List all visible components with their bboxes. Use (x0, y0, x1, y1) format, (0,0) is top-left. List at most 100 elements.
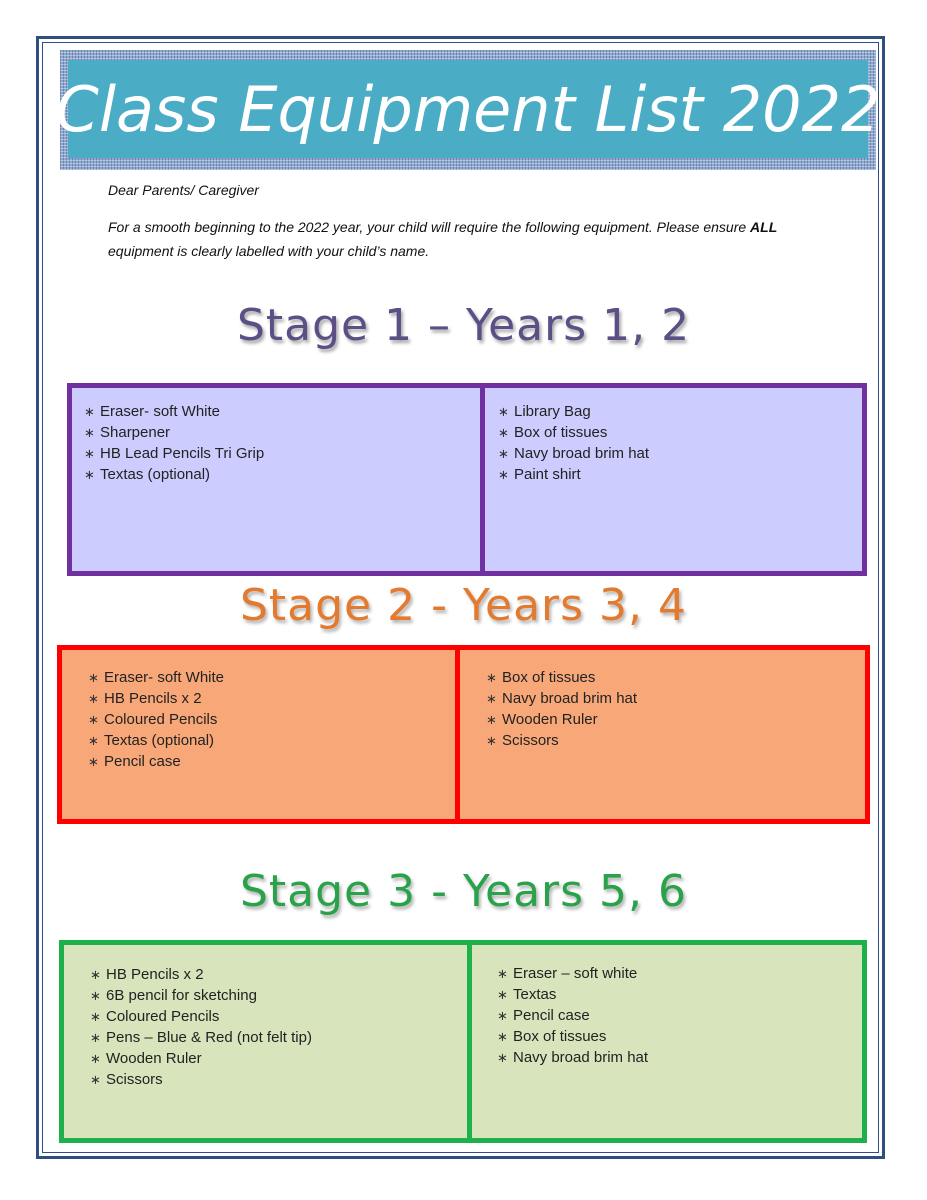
stage-2-right-list: ∗Box of tissues∗Navy broad brim hat∗Wood… (486, 667, 865, 751)
stage-3-box: ∗HB Pencils x 2∗6B pencil for sketching∗… (59, 940, 867, 1143)
asterisk-bullet-icon: ∗ (90, 967, 101, 982)
list-item: ∗ Navy broad brim hat (497, 1047, 862, 1068)
list-item-text: Pens – Blue & Red (not felt tip) (106, 1029, 312, 1046)
list-item-text: HB Pencils x 2 (106, 966, 204, 983)
asterisk-bullet-icon: ∗ (84, 446, 95, 461)
list-item: ∗ HB Pencils x 2 (90, 964, 467, 985)
list-item-text: HB Lead Pencils Tri Grip (100, 445, 265, 462)
asterisk-bullet-icon: ∗ (486, 691, 497, 706)
list-item-text: Wooden Ruler (502, 711, 598, 728)
list-item: ∗ Eraser – soft white (497, 963, 862, 984)
list-item: ∗ Box of tissues (497, 1026, 862, 1047)
letter-body-part1: For a smooth beginning to the 2022 year,… (108, 219, 751, 235)
list-item: ∗ HB Lead Pencils Tri Grip (84, 443, 480, 464)
letter-body-part2: equipment is clearly labelled with your … (108, 243, 430, 259)
list-item-text: Coloured Pencils (106, 1008, 220, 1025)
stage-2-right-column: ∗Box of tissues∗Navy broad brim hat∗Wood… (460, 650, 865, 819)
asterisk-bullet-icon: ∗ (88, 670, 99, 685)
list-item: ∗Eraser- soft White (84, 401, 480, 422)
asterisk-bullet-icon: ∗ (90, 1030, 101, 1045)
list-item-text: Eraser – soft white (513, 965, 638, 982)
letter-greeting: Dear Parents/ Caregiver (108, 182, 259, 198)
list-item: ∗ Wooden Ruler (486, 709, 865, 730)
asterisk-bullet-icon: ∗ (88, 691, 99, 706)
list-item: ∗ Textas (497, 984, 862, 1005)
asterisk-bullet-icon: ∗ (90, 1051, 101, 1066)
list-item: ∗Scissors (486, 730, 865, 751)
stage-3-right-column: ∗Eraser – soft white∗Textas∗Pencil case∗… (472, 945, 862, 1138)
stage-2-left-column: ∗ Eraser- soft White ∗ HB Pencils x 2 ∗ Colou… (62, 650, 460, 819)
list-item: ∗Paint shirt (498, 464, 862, 485)
asterisk-bullet-icon: ∗ (88, 733, 99, 748)
list-item: ∗ Textas (optional) (84, 464, 480, 485)
page-outer-border (36, 36, 885, 1159)
stage-3-heading: Stage 3 - Years 5, 6 (239, 866, 687, 917)
list-item-text: Navy broad brim hat (514, 445, 650, 462)
asterisk-bullet-icon: ∗ (497, 966, 508, 981)
stage-1-box: ∗Eraser- soft White∗Sharpener∗HB Lead Pe… (67, 383, 867, 576)
asterisk-bullet-icon: ∗ (497, 1008, 508, 1023)
list-item-text: Paint shirt (514, 466, 581, 483)
list-item: ∗ HB Pencils x 2 (88, 688, 455, 709)
asterisk-bullet-icon: ∗ (88, 712, 99, 727)
stage-1-left-list: ∗Eraser- soft White∗Sharpener∗HB Lead Pe… (84, 401, 480, 485)
stage-3-left-list: ∗HB Pencils x 2∗6B pencil for sketching∗… (90, 964, 467, 1090)
list-item-text: Library Bag (514, 403, 591, 420)
asterisk-bullet-icon: ∗ (84, 425, 95, 440)
asterisk-bullet-icon: ∗ (497, 1029, 508, 1044)
list-item: ∗ Pencil case (497, 1005, 862, 1026)
list-item: ∗ Pens – Blue & Red (not felt tip) (90, 1027, 467, 1048)
list-item-text: HB Pencils x 2 (104, 690, 202, 707)
list-item-text: Coloured Pencils (104, 711, 218, 728)
list-item-text: Sharpener (100, 424, 171, 441)
list-item: ∗ Sharpener (84, 422, 480, 443)
letter-body: For a smooth beginning to the 2022 year,… (108, 215, 828, 263)
list-item: ∗ Navy broad brim hat (498, 443, 862, 464)
list-item: ∗ Textas (optional) (88, 730, 455, 751)
stage-2-left-list: ∗ Eraser- soft White ∗ HB Pencils x 2 ∗ Colou… (88, 667, 455, 772)
stage-1-right-column: ∗Library Bag ∗ Box of tissues ∗ Navy broad b… (485, 388, 862, 571)
stage-1-heading: Stage 1 – Years 1, 2 (236, 300, 691, 351)
asterisk-bullet-icon: ∗ (486, 712, 497, 727)
list-item-text: Textas (optional) (100, 466, 211, 483)
stage-2-heading: Stage 2 - Years 3, 4 (239, 580, 687, 631)
asterisk-bullet-icon: ∗ (486, 733, 497, 748)
list-item-text: 6B pencil for sketching (106, 987, 257, 1004)
list-item: ∗Box of tissues (486, 667, 865, 688)
page-inner-border (42, 42, 879, 1153)
asterisk-bullet-icon: ∗ (497, 987, 508, 1002)
list-item: ∗Library Bag (498, 401, 862, 422)
stage-3-left-column: ∗HB Pencils x 2∗6B pencil for sketching∗… (64, 945, 472, 1138)
title-banner: Class Equipment List 2022 (56, 50, 880, 170)
asterisk-bullet-icon: ∗ (498, 425, 509, 440)
list-item-text: Eraser- soft White (100, 403, 221, 420)
list-item-text: Pencil case (513, 1007, 590, 1024)
list-item: ∗ Coloured Pencils (88, 709, 455, 730)
list-item: ∗ Wooden Ruler (90, 1048, 467, 1069)
list-item-text: Wooden Ruler (106, 1050, 202, 1067)
list-item-text: Textas (optional) (104, 732, 215, 749)
list-item-text: Box of tissues (514, 424, 608, 441)
asterisk-bullet-icon: ∗ (498, 446, 509, 461)
list-item-text: Navy broad brim hat (513, 1049, 649, 1066)
asterisk-bullet-icon: ∗ (88, 754, 99, 769)
list-item: ∗ Coloured Pencils (90, 1006, 467, 1027)
stage-2-box: ∗ Eraser- soft White ∗ HB Pencils x 2 ∗ Colou… (57, 645, 870, 824)
asterisk-bullet-icon: ∗ (497, 1050, 508, 1065)
stage-1-left-column: ∗Eraser- soft White∗Sharpener∗HB Lead Pe… (72, 388, 485, 571)
list-item-text: Textas (513, 986, 557, 1003)
list-item: ∗ Eraser- soft White (88, 667, 455, 688)
stage-3-right-list: ∗Eraser – soft white∗Textas∗Pencil case∗… (497, 963, 862, 1068)
asterisk-bullet-icon: ∗ (90, 1009, 101, 1024)
list-item-text: Box of tissues (502, 669, 596, 686)
list-item-text: Eraser- soft White (104, 669, 225, 686)
list-item-text: Box of tissues (513, 1028, 607, 1045)
title-banner-inner: Class Equipment List 2022 (56, 60, 880, 158)
list-item: ∗Pencil case (88, 751, 455, 772)
letter-body-bold: ALL (750, 219, 778, 235)
list-item: ∗ 6B pencil for sketching (90, 985, 467, 1006)
list-item: ∗ Box of tissues (498, 422, 862, 443)
page-title: Class Equipment List 2022 (55, 72, 881, 146)
asterisk-bullet-icon: ∗ (90, 988, 101, 1003)
asterisk-bullet-icon: ∗ (84, 467, 95, 482)
